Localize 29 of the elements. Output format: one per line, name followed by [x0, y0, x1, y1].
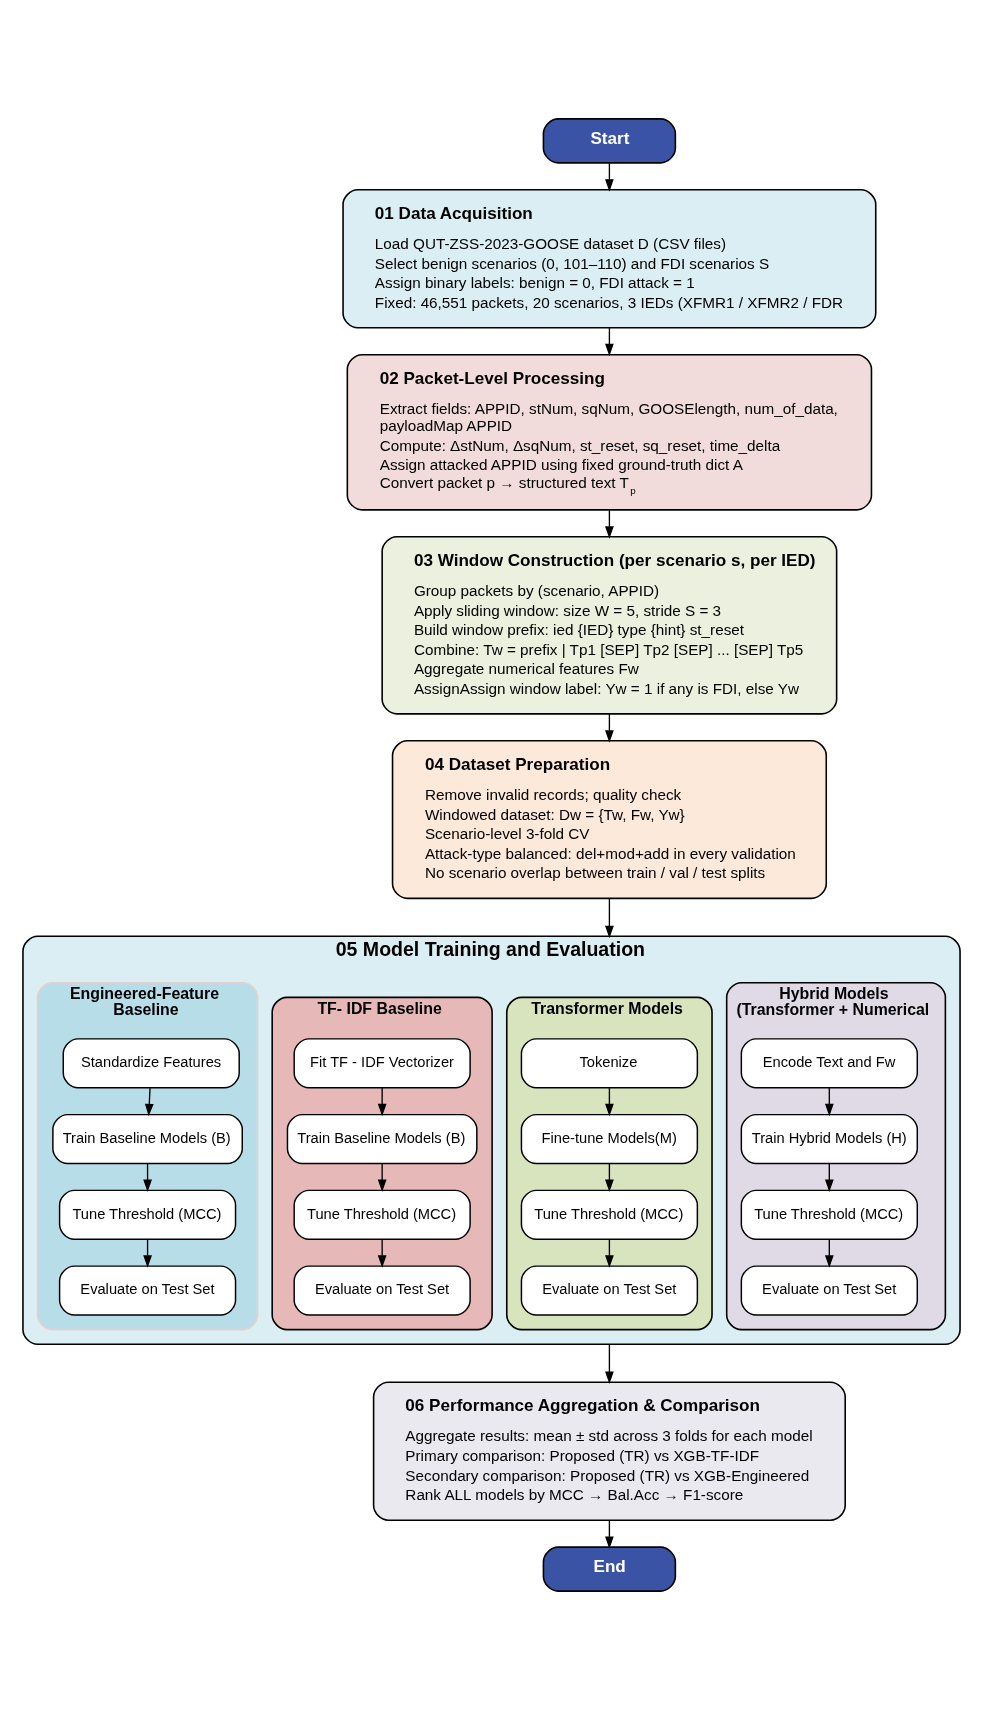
node-box: Train Baseline Models (B)	[52, 1113, 243, 1165]
node-box: 02 Packet-Level Processing Extract fields: APPID, stNum, sqNum, GOOSElength, num_of_data, payloadMap APPID Compute: ΔstNum, ΔsqNum, st_reset, sq_reset, time_delta Assign attacked APPID using fixed ground-truth dict A Convert packet p → structured text T$_{p}$	[346, 353, 873, 511]
arrow	[377, 1087, 387, 1117]
node-box: Tune Threshold (MCC)	[293, 1189, 471, 1240]
arrow	[144, 1087, 154, 1117]
node-box: Encode Text and Fw	[740, 1038, 918, 1089]
node-box: Tune Threshold (MCC)	[58, 1189, 237, 1240]
node-box: Evaluate on Test Set	[740, 1265, 918, 1316]
node-box: Tune Threshold (MCC)	[520, 1189, 699, 1240]
node-box: Standardize Features	[62, 1038, 240, 1089]
node-box: End	[542, 1546, 677, 1592]
node-box: Evaluate on Test Set	[293, 1265, 471, 1316]
arrow	[605, 897, 614, 939]
node-box: 04 Dataset Preparation Remove invalid records; quality check Windowed dataset: Dw = {Tw, Fw, Yw} Scenario-level 3-fold CV Attack-type balanced: del+mod+add in every validation No scenario overlap between train / val / test splits	[391, 739, 828, 900]
node-box: Tokenize	[520, 1038, 699, 1089]
node-box: 03 Window Construction (per scenario s, per IED) Group packets by (scenario, APPID) Apply sliding window: size W = 5, stride S = 3 Build window prefix: ied {IED} type {hint} st_reset Combine: Tw = prefix | Tp1 [SEP] Tp2 [SEP] ... [SEP] Tp5 Aggregate numerical features Fw AssignAssign window label: Yw = 1 if any is FDI, else Yw	[381, 535, 838, 715]
node-box: Start	[542, 118, 677, 164]
node-box: Evaluate on Test Set	[58, 1265, 237, 1316]
node-box: Fine-tune Models(M)	[520, 1113, 699, 1165]
node-box: 01 Data Acquisition Load QUT-ZSS-2023-GOOSE dataset D (CSV files) Select benign scenarios (0, 101–110) and FDI scenarios S Assign binary labels: benign = 0, FDI attack = 1 Fixed: 46,551 packets, 20 scenarios, 3 IEDs (XFMR1 / XFMR2 / FDR	[342, 188, 877, 329]
arrow	[377, 1163, 387, 1193]
node-box: Evaluate on Test Set	[520, 1265, 699, 1316]
arrow	[377, 1238, 387, 1268]
arrow	[605, 1343, 614, 1385]
node-box: Train Hybrid Models (H)	[740, 1113, 918, 1165]
node-box: Tune Threshold (MCC)	[740, 1189, 918, 1240]
node-box: Train Baseline Models (B)	[286, 1113, 478, 1165]
node-box: Fit TF - IDF Vectorizer	[293, 1038, 471, 1089]
node-box: 06 Performance Aggregation & Comparison Aggregate results: mean ± std across 3 folds for each model Primary comparison: Proposed (TR) vs XGB-TF-IDF Secondary comparison: Proposed (TR) vs XGB-Engineered Rank ALL models by MCC → Bal.Acc → F1-score	[372, 1381, 846, 1522]
